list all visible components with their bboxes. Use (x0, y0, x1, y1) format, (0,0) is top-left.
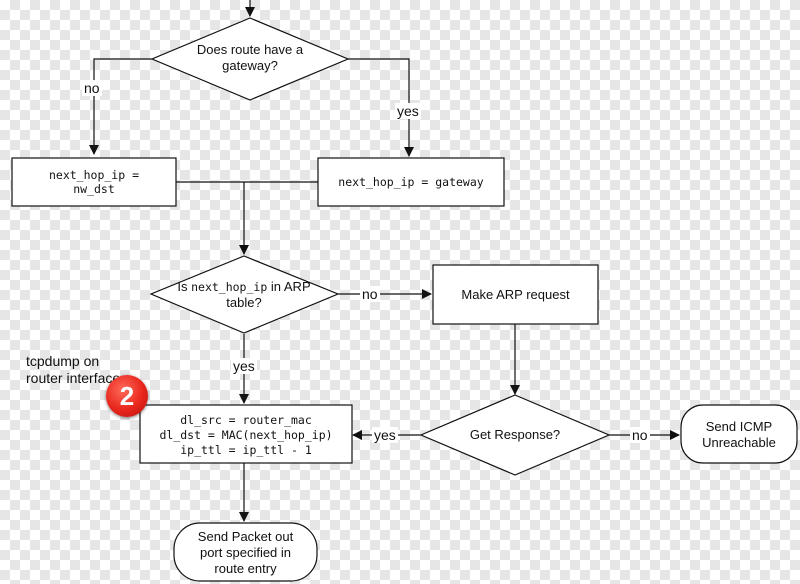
arp-decision-label: Is next_hop_ip in ARP table? (176, 279, 312, 311)
edge-label-gateway-yes: yes (395, 103, 421, 119)
gateway-decision-label: Does route have a gateway? (196, 42, 304, 73)
rewrite-line-2: dl_dst = MAC(next_hop_ip) (159, 428, 333, 442)
gateway-assign-label: next_hop_ip = gateway (338, 175, 484, 189)
rewrite-line-3: ip_ttl = ip_ttl - 1 (180, 443, 312, 457)
icmp-box (680, 404, 798, 464)
send-packet-label: Send Packet out port specified in route … (197, 529, 294, 576)
send-packet-box (173, 522, 318, 582)
make-arp-label: Make ARP request (461, 287, 570, 302)
edge-label-gateway-no: no (82, 80, 102, 96)
gateway-decision-diamond (150, 17, 350, 101)
gateway-assign-box (317, 157, 505, 207)
response-decision-diamond (419, 394, 611, 476)
arp-decision-pre: Is (177, 279, 192, 294)
edge-label-arp-no: no (360, 286, 380, 302)
arp-decision-diamond (149, 255, 340, 334)
edge-label-response-yes: yes (372, 427, 398, 443)
response-decision-label: Get Response? (469, 427, 561, 442)
rewrite-box (139, 404, 353, 464)
nwdst-assign-label: next_hop_ip = nw_dst (48, 168, 139, 196)
edge-gateway-no (89, 58, 152, 155)
make-arp-box (432, 264, 599, 325)
edge-label-response-no: no (630, 427, 650, 443)
tcpdump-note: tcpdump on router interfaces (26, 353, 128, 386)
icmp-label: Send ICMP Unreachable (702, 419, 776, 450)
arp-decision-post: in ARP table? (226, 279, 311, 310)
edge-label-arp-yes: yes (231, 358, 257, 374)
step-badge: 2 (106, 375, 148, 417)
nwdst-assign-box (11, 157, 177, 207)
rewrite-line-1: dl_src = router_mac (180, 413, 312, 427)
edge-gateway-yes (348, 58, 414, 157)
arp-decision-code: next_hop_ip (191, 280, 268, 294)
